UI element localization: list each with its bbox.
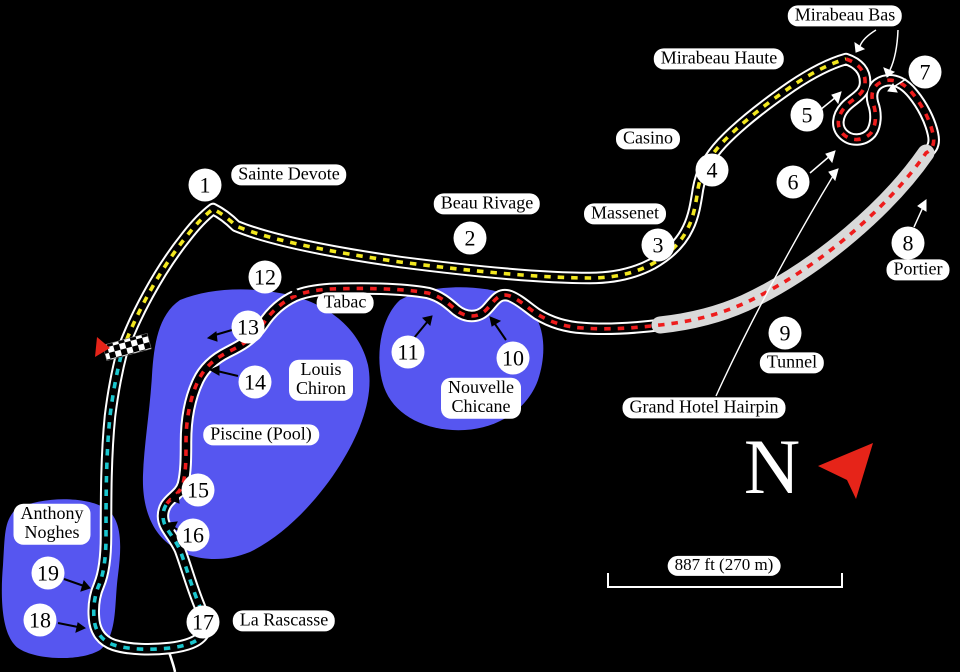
corner-marker-14: 14 bbox=[238, 365, 272, 399]
pointer-turn5-arrow bbox=[819, 91, 842, 111]
corner-marker-8: 8 bbox=[891, 226, 925, 260]
corner-marker-5: 5 bbox=[790, 98, 824, 132]
pointer-turn19-arrow bbox=[63, 578, 91, 592]
pointer-turn14-arrow bbox=[208, 365, 239, 377]
label-mirabeau-haute: Mirabeau Haute bbox=[653, 48, 785, 70]
label-casino: Casino bbox=[615, 128, 681, 150]
corner-marker-18: 18 bbox=[23, 603, 57, 637]
label-portier: Portier bbox=[886, 259, 950, 281]
label-grand-hotel-hairpin: Grand Hotel Hairpin bbox=[622, 397, 786, 419]
label-massenet: Massenet bbox=[584, 203, 666, 225]
corner-marker-9: 9 bbox=[768, 316, 802, 350]
north-arrow-icon bbox=[818, 443, 873, 499]
corner-marker-13: 13 bbox=[231, 310, 265, 344]
start-finish-checkered-flag bbox=[102, 332, 152, 362]
corner-marker-12: 12 bbox=[248, 260, 282, 294]
corner-marker-17: 17 bbox=[186, 605, 220, 639]
corner-marker-3: 3 bbox=[641, 228, 675, 262]
label-tabac: Tabac bbox=[316, 292, 374, 314]
corner-marker-1: 1 bbox=[188, 168, 222, 202]
corner-marker-11: 11 bbox=[391, 335, 425, 369]
scale-bar-label: 887 ft (270 m) bbox=[667, 555, 781, 577]
pointer-turn7-arrow bbox=[887, 78, 907, 93]
pointer-mirabeau-bas-arrow-2 bbox=[883, 29, 899, 78]
pointer-turn6-arrow bbox=[809, 150, 836, 174]
corner-marker-6: 6 bbox=[776, 165, 810, 199]
label-anthony-noghes: Anthony Noghes bbox=[13, 503, 91, 545]
scale-bar-line bbox=[607, 573, 843, 588]
pointer-turn12-arrow bbox=[281, 285, 301, 296]
label-tunnel: Tunnel bbox=[759, 352, 825, 374]
corner-marker-2: 2 bbox=[453, 221, 487, 255]
pointer-turn18-arrow bbox=[57, 622, 87, 633]
label-mirabeau-bas: Mirabeau Bas bbox=[787, 5, 903, 27]
label-louis-chiron: Louis Chiron bbox=[288, 359, 354, 401]
label-nouvelle-chicane: Nouvelle Chicane bbox=[441, 377, 521, 419]
label-la-rascasse: La Rascasse bbox=[232, 610, 336, 632]
pointer-turn10-arrow bbox=[489, 316, 507, 341]
sector2-dashed-line bbox=[164, 57, 936, 507]
pointer-turn13-arrow bbox=[206, 329, 233, 342]
pointer-turn8-arrow bbox=[913, 199, 927, 228]
corner-marker-7: 7 bbox=[908, 55, 942, 89]
sector3-dashed-line bbox=[91, 351, 208, 652]
corner-marker-15: 15 bbox=[181, 473, 215, 507]
pointer-turn11-arrow bbox=[413, 315, 433, 339]
corner-marker-10: 10 bbox=[496, 341, 530, 375]
corner-marker-19: 19 bbox=[31, 556, 65, 590]
label-sainte-devote: Sainte Devote bbox=[231, 164, 347, 186]
corner-marker-16: 16 bbox=[176, 518, 210, 552]
compass-north-label: N bbox=[743, 423, 801, 510]
corner-marker-4: 4 bbox=[695, 153, 729, 187]
label-piscine: Piscine (Pool) bbox=[203, 424, 319, 446]
pointer-grand-hotel-hairpin-line bbox=[715, 168, 839, 397]
pointer-mirabeau-bas-arrow-1 bbox=[854, 29, 877, 53]
sector1-dashed-line bbox=[120, 57, 847, 353]
start-direction-arrow bbox=[95, 337, 110, 357]
label-beau-rivage: Beau Rivage bbox=[433, 193, 541, 215]
